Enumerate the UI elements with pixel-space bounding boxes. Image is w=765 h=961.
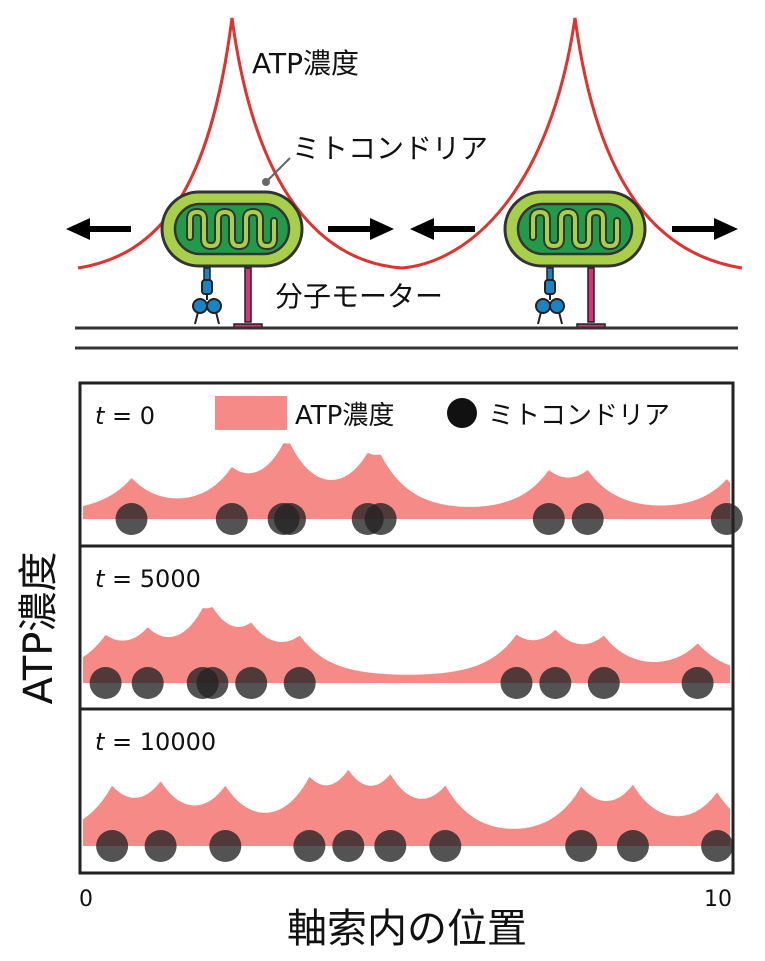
- motor-label: 分子モーター: [275, 280, 443, 313]
- x-tick-10: 10: [704, 887, 732, 912]
- mitochondrion-marker: [293, 830, 325, 862]
- dynein-motor: [193, 268, 221, 324]
- mitochondrion-icon: [162, 192, 302, 266]
- legend: ATP濃度 ミトコンドリア: [215, 396, 670, 431]
- mitochondrion-marker: [216, 503, 248, 535]
- mitochondrion-marker: [90, 667, 122, 699]
- atp-area-panel-1: [83, 443, 730, 519]
- mitochondrion-marker: [196, 667, 228, 699]
- mitochondrion-marker: [332, 830, 364, 862]
- schematic: ATP濃度 ミトコンドリア 分子モーター: [66, 18, 742, 348]
- arrow-left-icon: [66, 218, 131, 240]
- x-axis-label: 軸索内の位置: [287, 906, 527, 952]
- legend-mito-label: ミトコンドリア: [488, 401, 670, 431]
- mitochondrion-marker: [533, 503, 565, 535]
- mitochondrion-marker: [501, 667, 533, 699]
- mitochondrion-marker: [701, 830, 733, 862]
- panel-label-t10000: t = 10000: [95, 728, 216, 756]
- mitochondrion-marker: [365, 503, 397, 535]
- mitochondrion-marker: [711, 503, 743, 535]
- mitochondrion-marker: [429, 830, 461, 862]
- mitochondrion-marker: [682, 667, 714, 699]
- panel-label-t5000: t = 5000: [95, 565, 201, 593]
- arrow-right-icon: [328, 218, 394, 240]
- x-tick-0: 0: [79, 887, 93, 912]
- mitochondrion-marker: [132, 667, 164, 699]
- mitochondrion-marker: [235, 667, 267, 699]
- dynein-motor: [536, 268, 564, 324]
- mitochondrion-marker: [572, 503, 604, 535]
- kinesin-motor: [234, 268, 262, 328]
- legend-atp-swatch: [215, 396, 287, 430]
- mitochondrion-marker: [116, 503, 148, 535]
- mitochondrion-marker: [617, 830, 649, 862]
- arrow-right-icon: [672, 218, 738, 240]
- mitochondrion-marker: [565, 830, 597, 862]
- mitochondrion-marker: [284, 667, 316, 699]
- kinesin-motor: [577, 268, 605, 328]
- legend-mito-marker: [447, 398, 477, 428]
- mitochondria-label: ミトコンドリア: [292, 132, 488, 165]
- legend-atp-label: ATP濃度: [295, 401, 394, 431]
- y-axis-label: ATP濃度: [16, 552, 62, 705]
- mitochondrion-icon: [505, 192, 645, 266]
- mitochondrion-marker: [209, 830, 241, 862]
- panel-label-t0: t = 0: [95, 402, 155, 430]
- mitochondrion-marker: [145, 830, 177, 862]
- mitochondrion-marker: [96, 830, 128, 862]
- mitochondria-pointer: [268, 158, 290, 180]
- pointer-dot: [262, 178, 270, 186]
- arrow-left-icon: [410, 218, 475, 240]
- atp-label: ATP濃度: [252, 47, 359, 80]
- mitochondrion-marker: [588, 667, 620, 699]
- atp-areas: [83, 443, 730, 846]
- chart: t = 0 t = 5000 t = 10000 ATP濃度 ミトコンドリア A…: [16, 383, 743, 952]
- atp-area-panel-2: [83, 607, 730, 683]
- mitochondrion-marker: [274, 503, 306, 535]
- mitochondrion-marker: [374, 830, 406, 862]
- mitochondrion-marker: [539, 667, 571, 699]
